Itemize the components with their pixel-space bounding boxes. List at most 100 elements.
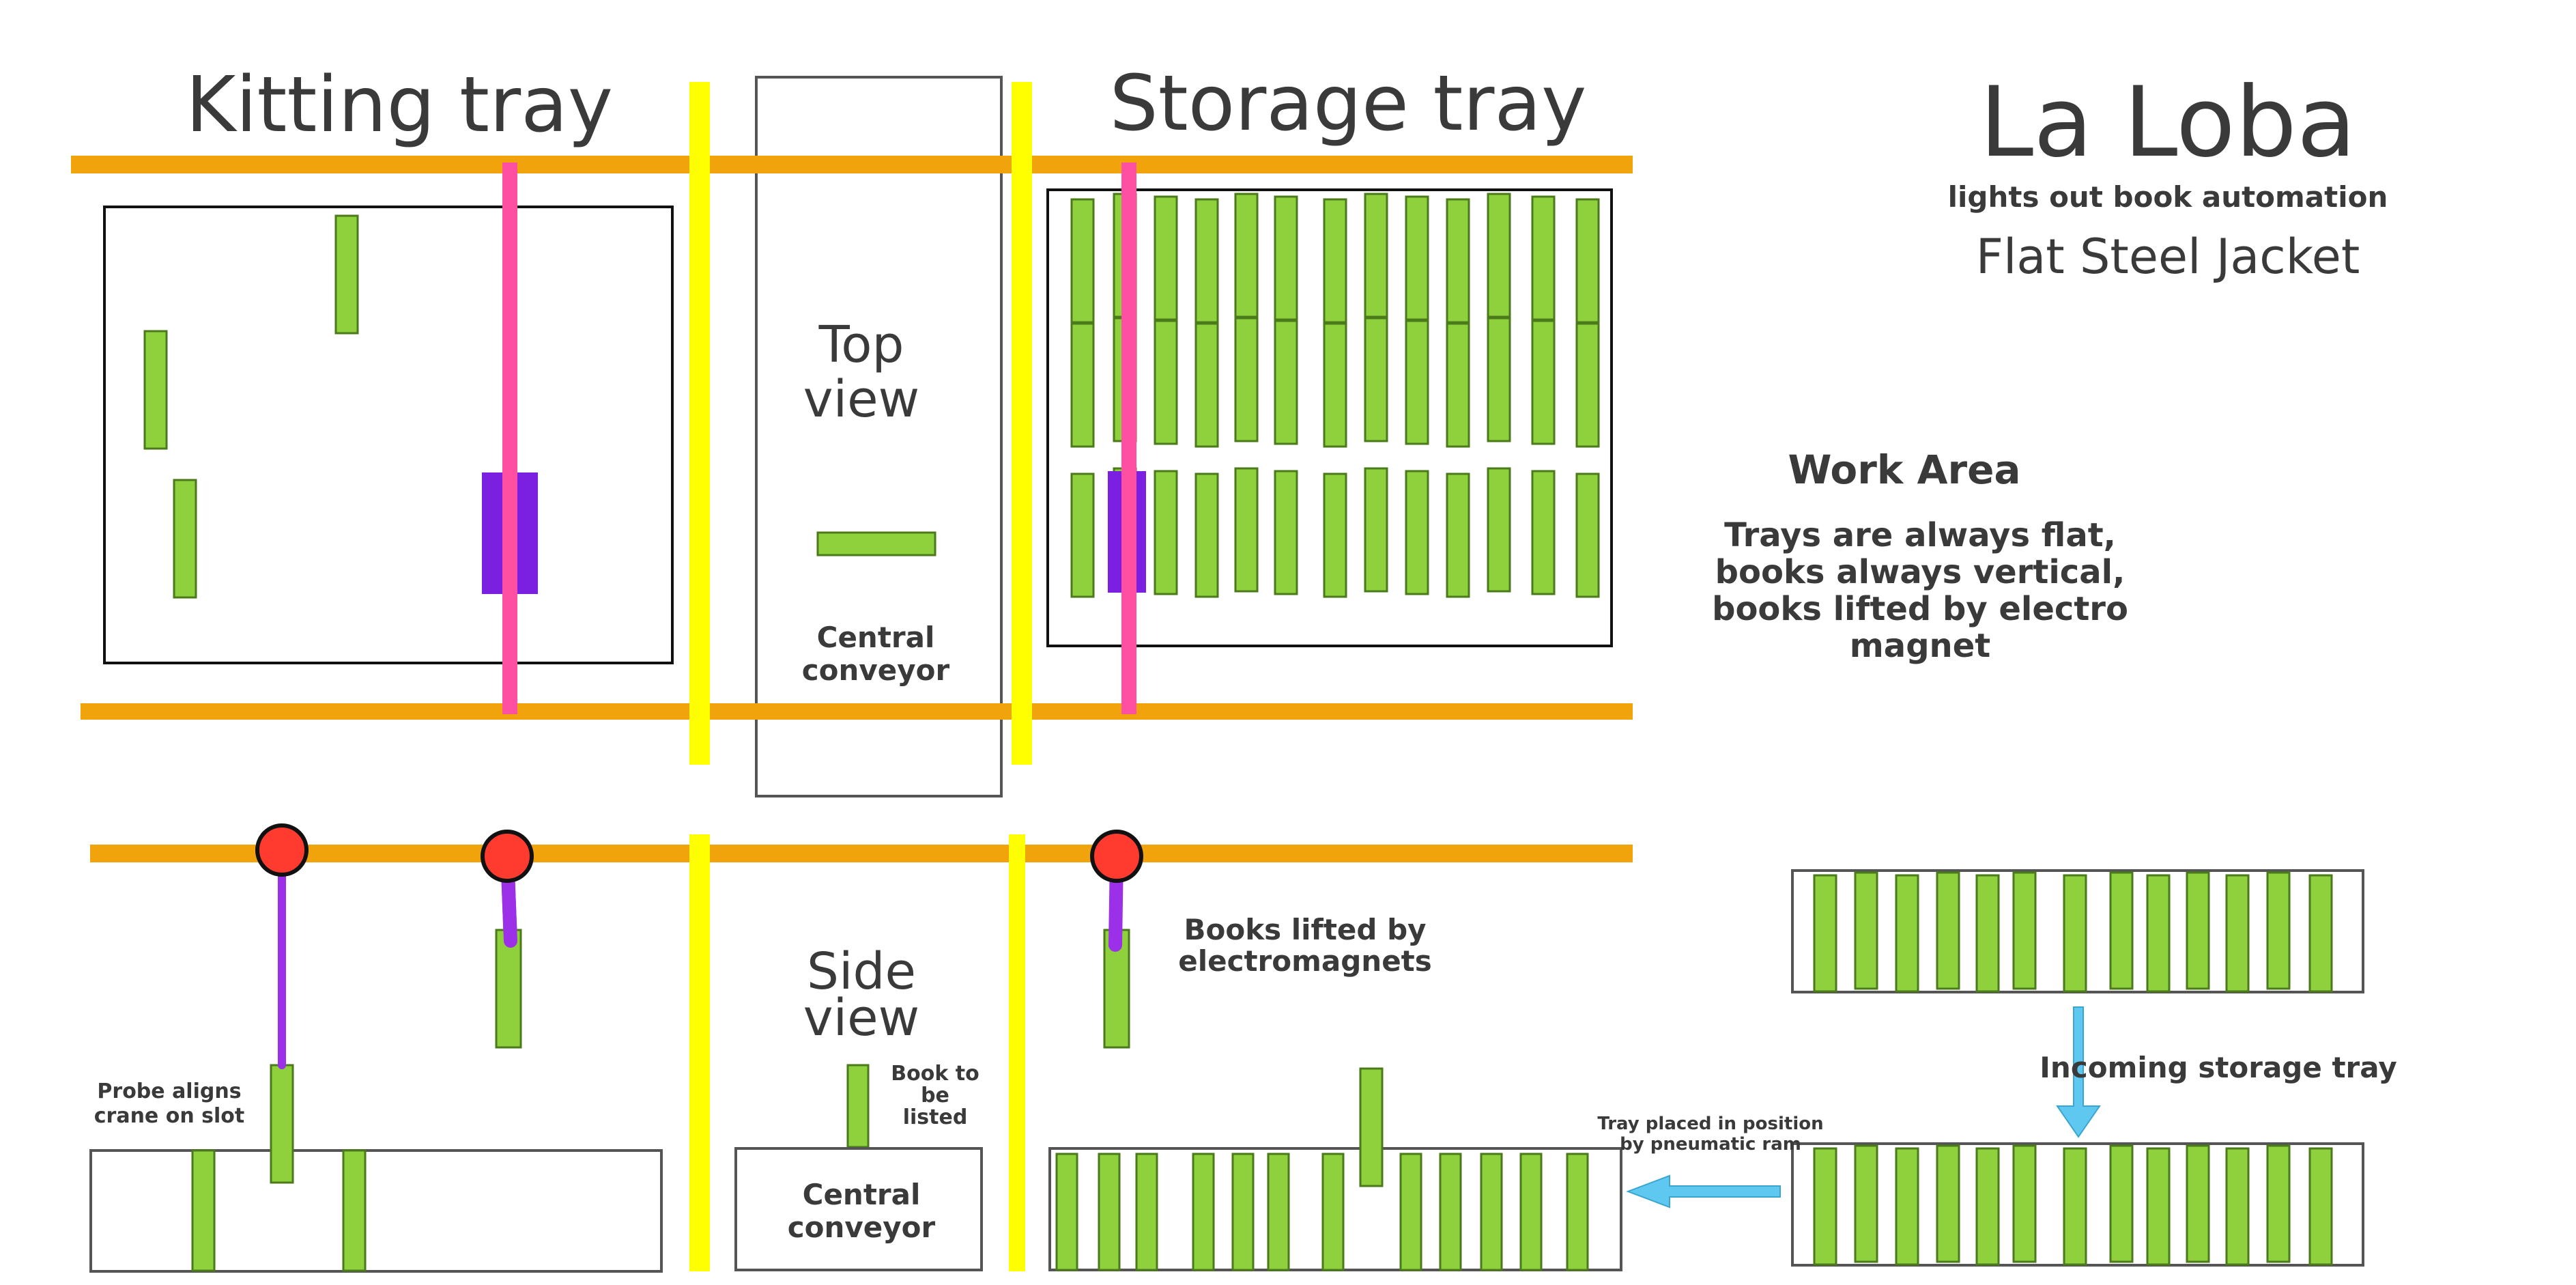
storage-book [1323,322,1347,448]
storage-book [1070,198,1095,324]
storage-book [1070,322,1095,448]
incoming-tray-upper-books [1813,871,2333,993]
incoming-book [2109,871,2134,990]
storage-book [1446,472,1470,598]
top-view: Kitting tray Storage tray Top view Centr… [71,59,1633,797]
storage-book [1487,317,1511,442]
storage-book [1154,470,1178,595]
incoming-book [2012,871,2037,990]
kitting-book [173,479,197,599]
brand-tagline: lights out book automation [1948,180,2388,214]
storage-book [1487,467,1511,593]
central-conveyor-side-label-2: conveyor [788,1211,936,1244]
incoming-book [2186,871,2210,990]
incoming-book [2146,874,2171,993]
storage-book [1405,320,1429,445]
storage-book [1194,472,1219,598]
side-view-label-2: view [803,989,919,1047]
central-conveyor-side [734,1147,983,1271]
work-tray-book [1267,1153,1290,1271]
work-tray-book [1098,1153,1121,1271]
kitting-tray-side [89,1149,663,1273]
kitting-crane-node [481,830,534,883]
storage-book [1364,467,1388,593]
kitting-tray-books [143,214,359,599]
storage-crane-node [1090,830,1143,883]
kitting-lifted-book [495,929,522,1049]
incoming-book [2308,874,2333,993]
incoming-book [1854,871,1878,990]
storage-book [1274,470,1298,595]
storage-tray-books [1070,193,1600,598]
incoming-book [1975,874,2000,993]
incoming-book [1813,1147,1837,1266]
brand-name: La Loba [1979,66,2356,179]
storage-book [1575,472,1600,598]
incoming-book [2266,871,2291,990]
incoming-book [1813,874,1837,993]
work-area-line-4: magnet [1850,627,1990,665]
book-label-3: listed [903,1105,968,1129]
work-area-line-3: books lifted by electro [1712,590,2128,628]
probe-label-2: crane on slot [94,1104,244,1128]
ram-label-2: by pneumatic ram [1620,1134,1801,1155]
storage-book [1446,322,1470,448]
storage-book [1575,198,1600,324]
incoming-label: Incoming storage tray [2040,1051,2396,1084]
storage-book [1274,320,1298,445]
storage-book [1070,472,1095,598]
incoming-book [2063,1147,2087,1266]
storage-book [1323,472,1347,598]
work-area-note: Work Area Trays are always flat, books a… [1712,447,2128,665]
incoming-book [1936,871,1960,990]
storage-book [1487,193,1511,318]
incoming-book [1854,1144,1878,1263]
kitting-side-book [191,1149,216,1272]
top-view-label-1: Top [818,315,904,374]
conveyor-book-top [816,531,936,556]
top-rail-lower [81,703,1633,720]
incoming-book [1895,1147,1919,1266]
incoming-book [1936,1144,1960,1263]
incoming-book [2266,1144,2291,1263]
storage-book [1531,320,1556,445]
book-to-be-listed [846,1064,870,1148]
storage-book [1575,322,1600,448]
book-label-1: Book to [891,1062,979,1086]
kitting-tray-title: Kitting tray [186,61,613,150]
work-area-tray-books [1055,1153,1589,1271]
storage-book [1364,317,1388,442]
storage-book [1446,198,1470,324]
central-conveyor-label-2: conveyor [802,653,950,687]
side-divider-right [1009,834,1025,1271]
incoming-book [2225,1147,2250,1266]
side-divider-left [689,834,710,1271]
kitting-book [143,330,168,450]
storage-book [1154,195,1178,321]
product-name: Flat Steel Jacket [1976,229,2360,285]
incoming-book [2308,1147,2333,1266]
incoming-tray-lower-books [1813,1144,2333,1266]
ram-label-1: Tray placed in position [1597,1114,1823,1134]
storage-book [1194,322,1219,448]
incoming-book [2063,874,2087,993]
kitting-side-book [342,1149,367,1272]
top-view-label-2: view [803,370,919,429]
book-label-2: be [921,1084,949,1107]
work-area-heading: Work Area [1788,447,2020,493]
work-tray-book [1480,1153,1503,1271]
side-view: Probe aligns crane on slot Side view Boo… [89,823,2397,1273]
work-tray-book [1566,1153,1589,1271]
storage-book [1234,193,1259,318]
side-rail [90,845,1633,862]
top-rail-upper [71,156,1633,173]
storage-book [1323,198,1347,324]
lift-label-2: electromagnets [1178,944,1432,978]
incoming-book [1975,1147,2000,1266]
storage-book [1405,470,1429,595]
work-tray-book [1055,1153,1078,1271]
incoming-down-arrow [2056,1006,2101,1138]
incoming-book [2225,874,2250,993]
work-area-line-1: Trays are always flat, [1724,516,2116,554]
